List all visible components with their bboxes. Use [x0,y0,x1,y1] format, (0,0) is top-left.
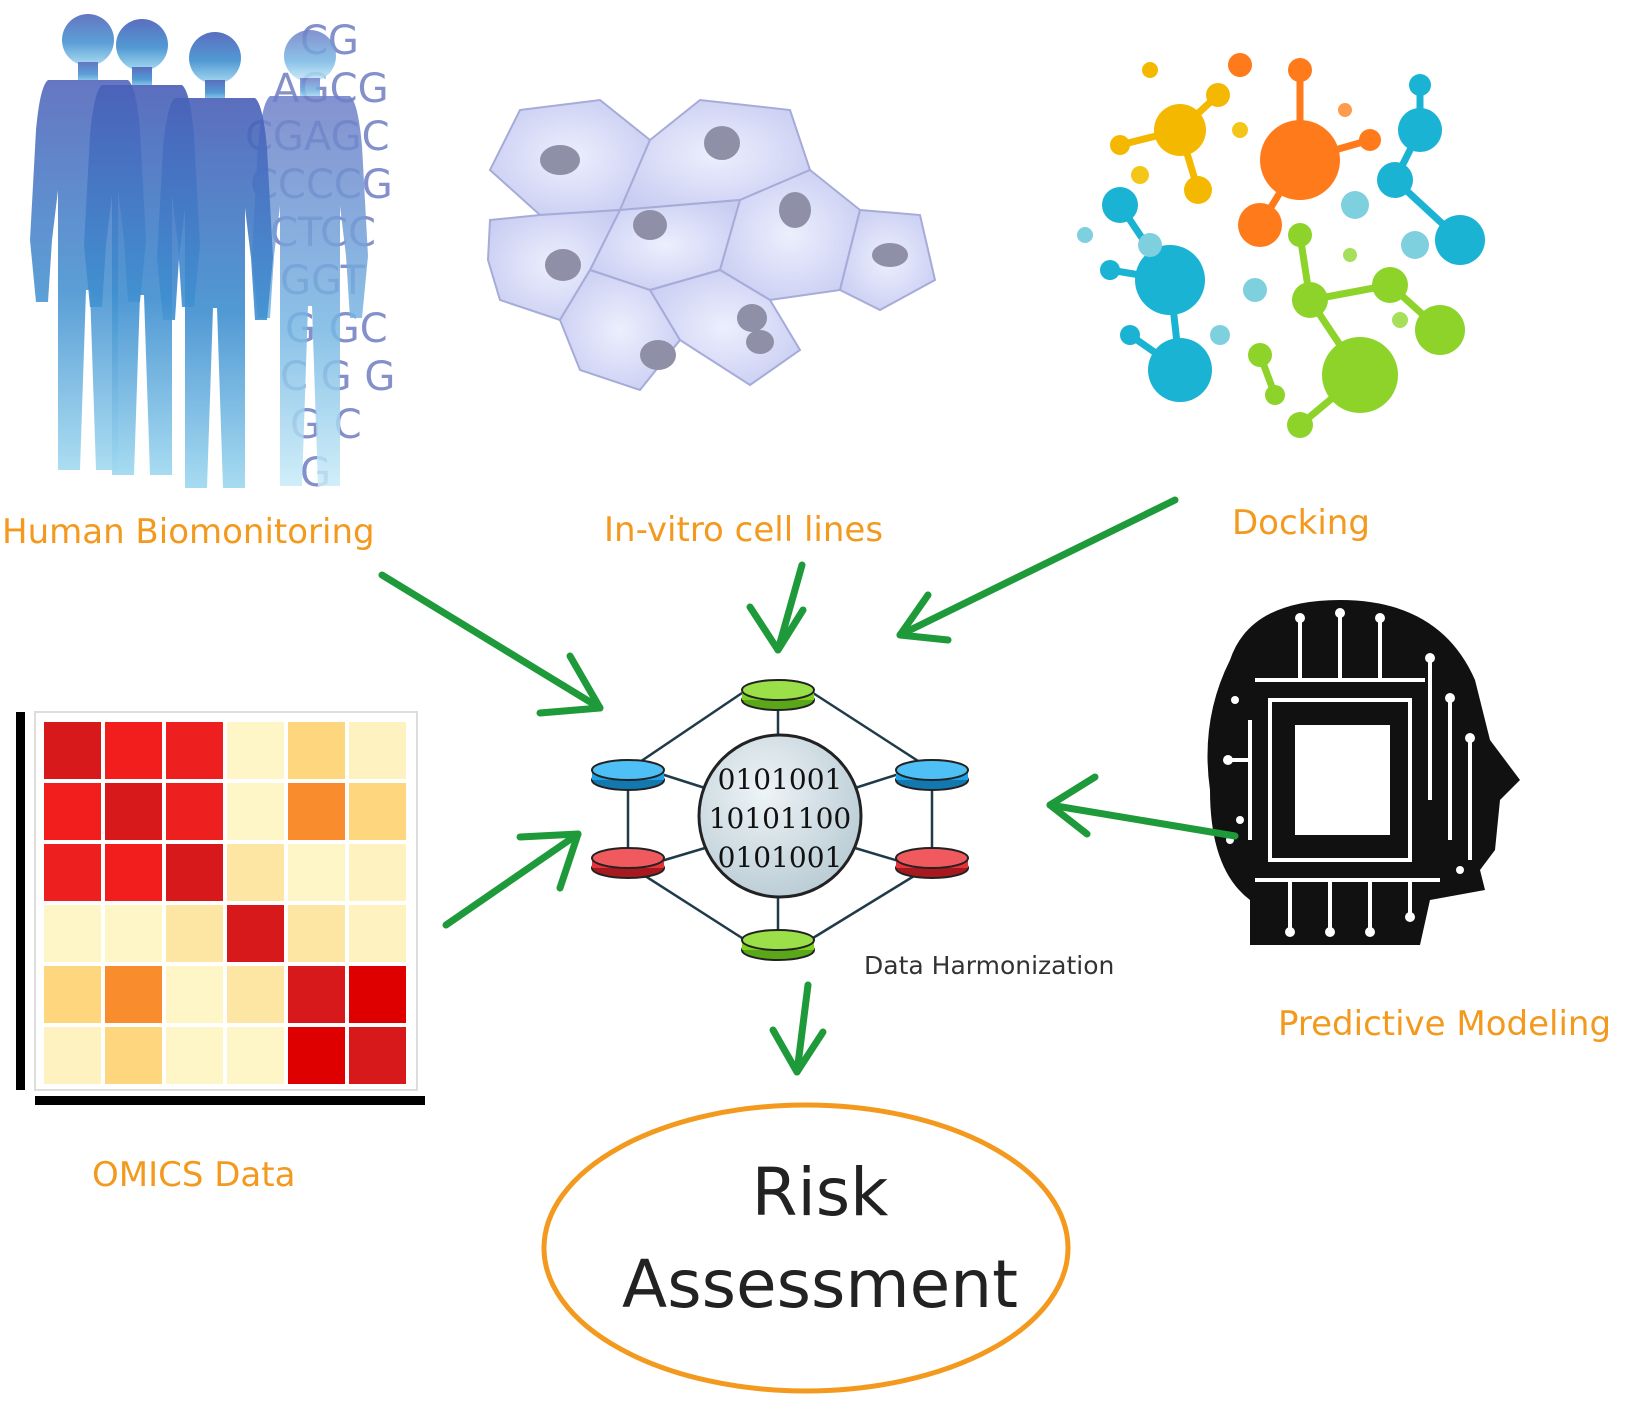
heatmap-cell [288,1027,345,1084]
in-vitro-cells-illustration [486,98,937,392]
heatmap-cell [166,844,223,901]
heatmap-cell [349,844,406,901]
heatmap-cell [44,966,101,1023]
heatmap-cell [349,966,406,1023]
label-omics-data: OMICS Data [92,1155,296,1195]
database-node-blue [591,759,665,791]
binary-data-text: 0101001 10101100 0101001 [709,763,852,874]
database-node-green [741,679,815,711]
heatmap-cell [166,783,223,840]
heatmap-cell [44,1027,101,1084]
heatmap-cell [44,783,101,840]
heatmap-cell [227,722,284,779]
heatmap-cell [349,722,406,779]
label-predictive-modeling: Predictive Modeling [1278,1004,1612,1044]
heatmap-cell [44,905,101,962]
label-human-biomonitoring: Human Biomonitoring [2,512,375,552]
docking-molecules-illustration [1077,53,1485,438]
label-data-harmonization: Data Harmonization [864,951,1115,980]
heatmap-cell [105,966,162,1023]
heatmap-cell [105,783,162,840]
omics-heatmap [16,711,425,1105]
heatmap-cell [166,722,223,779]
heatmap-cell [288,844,345,901]
data-harmonization-network: 0101001 10101100 0101001 [591,679,969,961]
heatmap-cell [288,783,345,840]
heatmap-cell [349,905,406,962]
heatmap-x-axis [35,1096,425,1105]
arrow-omics-to-hub [442,830,582,929]
heatmap-cell [227,1027,284,1084]
risk-title-line1: Risk [751,1154,889,1231]
heatmap-cell [166,1027,223,1084]
human-biomonitoring-illustration: CGAGCGCGAGCCCCCGCTCCGGTG GCC G GG CG [30,14,395,496]
circuit-head-illustration [1207,600,1520,945]
database-node-red [895,847,969,879]
database-node-red [591,847,665,879]
molecule-atom [1077,53,1485,438]
heatmap-cell [105,1027,162,1084]
heatmap-y-axis [16,712,25,1090]
heatmap-cell [349,1027,406,1084]
binary-data-hub [697,733,863,899]
heatmap-cell [44,722,101,779]
risk-assessment-ellipse [541,1102,1071,1394]
arrow-docking-to-hub [896,496,1179,644]
heatmap-cell [288,905,345,962]
label-docking: Docking [1232,503,1370,543]
heatmap-cell [227,966,284,1023]
arrow-human-to-hub [378,571,604,717]
heatmap-cell [227,905,284,962]
arrow-hub-to-risk [769,981,827,1076]
heatmap-cell [227,844,284,901]
database-node-green [741,929,815,961]
label-in-vitro-cell-lines: In-vitro cell lines [604,510,884,550]
binary-line: 0101001 [718,841,843,874]
cell-nucleus [540,126,908,370]
heatmap-cell [288,966,345,1023]
arrow-invitro-to-hub [746,561,807,654]
heatmap-cell [105,905,162,962]
heatmap-cell [44,844,101,901]
heatmap-cell [349,783,406,840]
heatmap-cell [105,844,162,901]
heatmap-cell [166,966,223,1023]
heatmap-cell [288,722,345,779]
heatmap-cell [166,905,223,962]
binary-line: 10101100 [709,802,852,835]
heatmap-cell [105,722,162,779]
database-node-blue [895,759,969,791]
binary-line: 0101001 [718,763,843,796]
risk-title-line2: Assessment [622,1246,1018,1323]
arrow-predictive-to-hub [1046,773,1239,840]
heatmap-cell [227,783,284,840]
